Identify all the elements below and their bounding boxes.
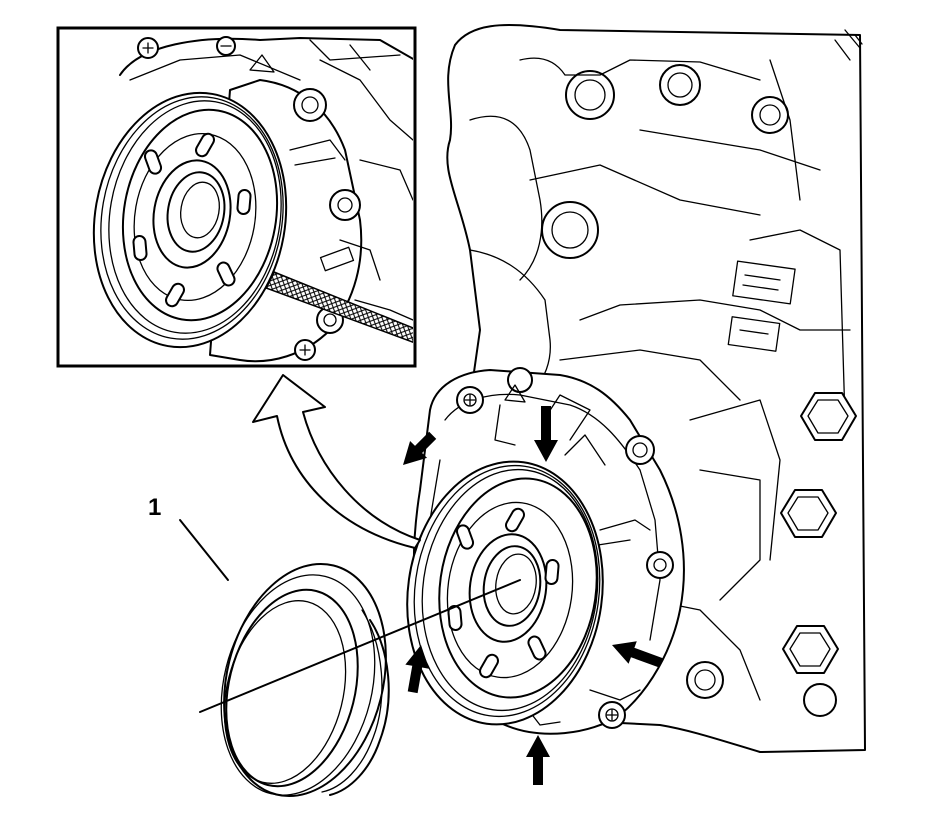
callout-leader-line bbox=[179, 519, 229, 581]
crankshaft-front-seal-installed bbox=[406, 460, 604, 726]
arrow-icon bbox=[405, 645, 429, 694]
callout-leader-line bbox=[199, 579, 521, 713]
inset-detail-view bbox=[56, 26, 417, 368]
arrow-icon bbox=[534, 406, 558, 462]
arrow-icon bbox=[403, 431, 437, 465]
arrow-icon bbox=[612, 641, 663, 668]
hex-bolt-icon bbox=[782, 625, 839, 674]
hex-bolt-icon bbox=[780, 489, 837, 538]
curved-callout-arrow-icon bbox=[252, 374, 421, 549]
crankshaft-front-seal-removed bbox=[220, 562, 390, 798]
callout-label-1: 1 bbox=[148, 494, 162, 521]
hex-bolt-icon bbox=[800, 392, 857, 441]
arrow-icon bbox=[526, 735, 550, 785]
